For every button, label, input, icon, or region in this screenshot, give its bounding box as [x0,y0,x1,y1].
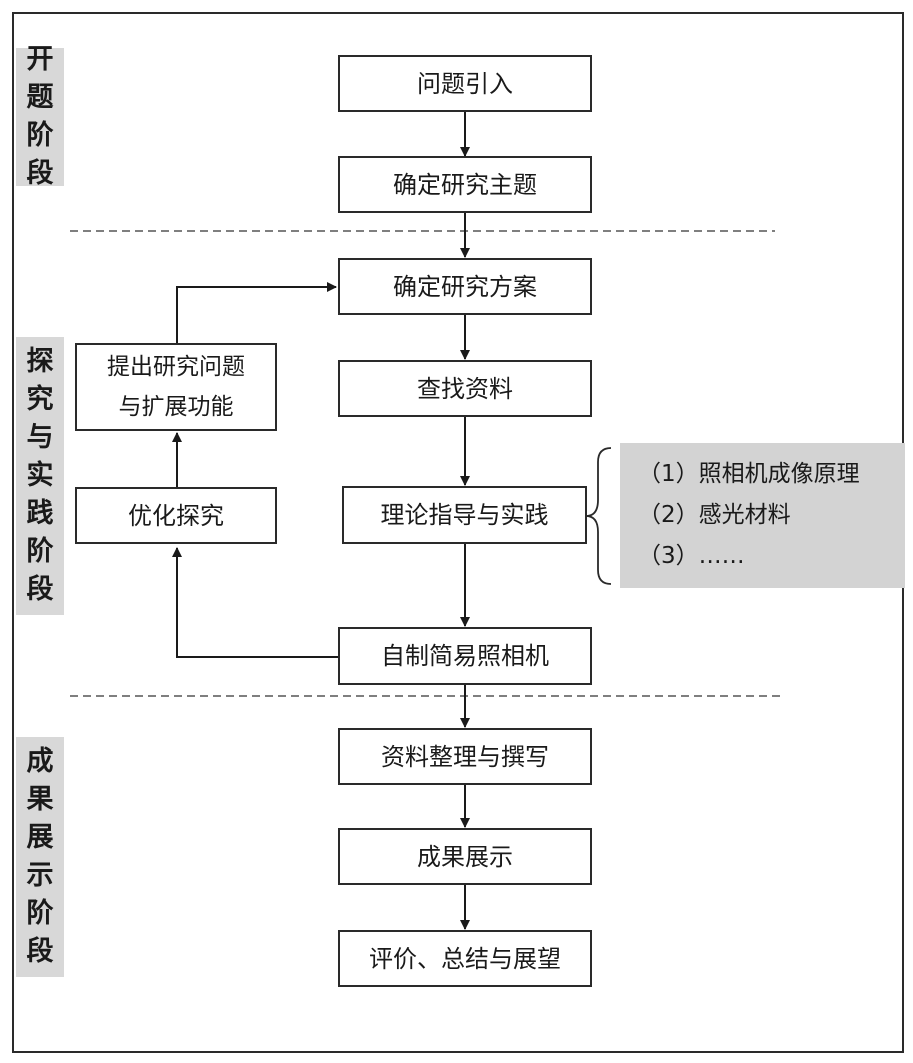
stage-char: 阶 [26,120,54,151]
stage-char: 究 [26,384,54,415]
curly-brace [585,447,612,585]
flow-box-label: 评价、总结与展望 [369,944,561,973]
stage-char: 实 [26,460,54,491]
stage-char: 阶 [26,898,54,929]
flow-box-label: 优化探究 [128,501,224,530]
flow-box-determine-topic: 确定研究主题 [338,156,592,213]
stage-char: 开 [26,44,54,75]
stage-label-results: 成 果 展 示 阶 段 [16,737,64,977]
stage-char: 段 [26,158,54,189]
flow-box-organize-write: 资料整理与撰写 [338,728,592,785]
theory-notes-panel: （1）照相机成像原理 （2）感光材料 （3）…… [620,443,905,588]
stage-char: 与 [26,422,54,453]
stage-char: 段 [26,936,54,967]
flow-box-optimize-inquiry: 优化探究 [75,487,277,544]
stage-char: 展 [26,822,54,853]
flow-box-label-line1: 提出研究问题 [107,354,245,380]
stage-char: 果 [26,784,54,815]
note-item: （1）照相机成像原理 [638,461,860,487]
flow-box-label: 理论指导与实践 [380,501,549,529]
stage-char: 探 [26,346,54,377]
stage-char: 段 [26,574,54,605]
flow-box-label: 成果展示 [417,842,513,871]
flow-box-label: 确定研究方案 [393,272,537,301]
note-item: （3）…… [638,543,745,569]
flow-box-label: 自制简易照相机 [381,642,549,670]
flow-box-determine-plan: 确定研究方案 [338,258,592,315]
flow-box-label-line2: 与扩展功能 [118,394,234,420]
flow-box-problem-intro: 问题引入 [338,55,592,112]
flow-box-build-camera: 自制简易照相机 [338,627,592,685]
note-item: （2）感光材料 [638,502,791,528]
stage-char: 示 [26,860,54,891]
flow-box-search-materials: 查找资料 [338,360,592,417]
arrow-question-to-plan [176,282,337,343]
stage-char: 阶 [26,536,54,567]
flow-box-label: 查找资料 [417,374,513,403]
flow-box-label: 问题引入 [417,69,513,98]
stage-char: 题 [26,82,54,113]
stage-label-opening: 开 题 阶 段 [16,44,64,189]
stage-char: 践 [26,498,54,529]
flow-box-showcase: 成果展示 [338,828,592,885]
flow-box-label: 资料整理与撰写 [381,742,549,771]
flow-box-theory-practice: 理论指导与实践 [342,486,587,544]
stage-label-inquiry: 探 究 与 实 践 阶 段 [16,337,64,615]
stage-char: 成 [26,746,54,777]
arrow-build-to-optimize [172,547,338,658]
flow-box-evaluate: 评价、总结与展望 [338,930,592,987]
flow-box-raise-questions: 提出研究问题 与扩展功能 [75,343,277,431]
flow-box-label: 确定研究主题 [393,170,537,199]
